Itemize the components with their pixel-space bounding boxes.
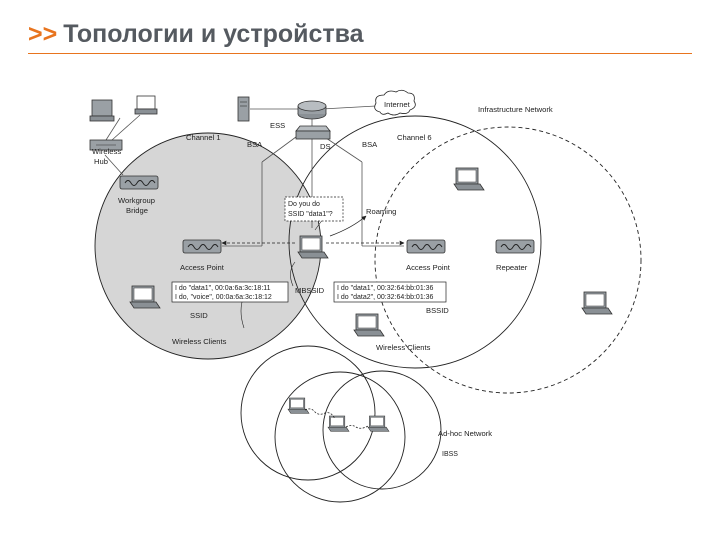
left-ssid-line-1: I do "data1", 00:0a:6a:3c:18:11 [175,285,271,292]
ibss-label: IBSS [442,451,458,458]
access-point-right-label: Access Point [406,263,451,272]
internet-label: Internet [384,100,411,109]
access-point-left-label: Access Point [180,263,225,272]
access-point-left-icon [182,239,222,254]
laptop-adhoc-3-icon [367,415,390,432]
workgroup-bridge-icon [119,175,159,190]
server-icon [237,96,250,122]
laptop-roaming-icon [297,235,329,259]
repeater-label: Repeater [496,263,528,272]
ssid-label: SSID [190,311,208,320]
mbssid-label: MBSSID [295,286,325,295]
callout-line-1: Do you do [288,201,320,208]
laptop-adhoc-1-icon [287,397,310,414]
bssid-label: BSSID [426,306,449,315]
wireless-clients-left-label: Wireless Clients [172,337,227,346]
adhoc-wireless-link-2 [345,425,369,429]
slide-title: >>Топологии и устройства [28,20,364,49]
ess-label: ESS [270,121,285,130]
access-point-right-icon [406,239,446,254]
workgroup-bridge-label-1: Workgroup [118,196,155,205]
desktop-pc-icon-1 [89,99,115,122]
laptop-infra-top-icon [453,167,485,191]
bsa-channel6-circle [288,115,542,369]
workgroup-bridge-label-2: Bridge [126,206,148,215]
channel1-label: Channel 1 [186,133,221,142]
hub-label: Hub [94,157,108,166]
ds-label: DS [320,142,331,151]
left-ssid-line-2: I do, "voice", 00:0a:6a:3c:18:12 [175,294,272,301]
adhoc-circle-2 [274,371,406,503]
left-ssid-box [171,281,289,303]
callout-line-2: SSID "data1"? [288,211,333,218]
wireless-clients-right-label: Wireless Clients [376,343,431,352]
right-ssid-line-2: I do "data2", 00:32:64:bb:01:36 [337,294,434,301]
bsa-left-label: BSA [247,140,263,149]
adhoc-network-label: Ad-hoc Network [438,429,492,438]
title-underline [28,53,692,54]
callout-box [284,196,344,222]
desktop-pc-icon-2 [134,95,158,115]
router-icon [297,100,327,120]
channel6-label: Channel 6 [397,133,432,142]
title-text: Топологии и устройства [63,20,364,48]
laptop-repeater-client-icon [581,291,613,315]
right-ssid-box [333,281,447,303]
infrastructure-network-label: Infrastructure Network [478,105,553,114]
roaming-label: Roaming [366,207,396,216]
switch-icon [295,125,331,140]
right-ssid-line-1: I do "data1", 00:32:64:bb:01:36 [337,285,434,292]
laptop-adhoc-2-icon [327,415,350,432]
hub-top-label: Wireless [92,147,121,156]
hub-icon [89,139,123,151]
adhoc-circle-1 [240,345,376,481]
repeater-icon [495,239,535,254]
roaming-arrow [329,215,367,237]
adhoc-circle-3 [322,370,442,490]
internet-cloud-icon [374,89,416,116]
bsa-right-label: BSA [362,140,378,149]
title-arrows: >> [28,20,58,48]
laptop-right-client-icon [353,313,385,337]
repeater-coverage-circle [374,126,642,394]
